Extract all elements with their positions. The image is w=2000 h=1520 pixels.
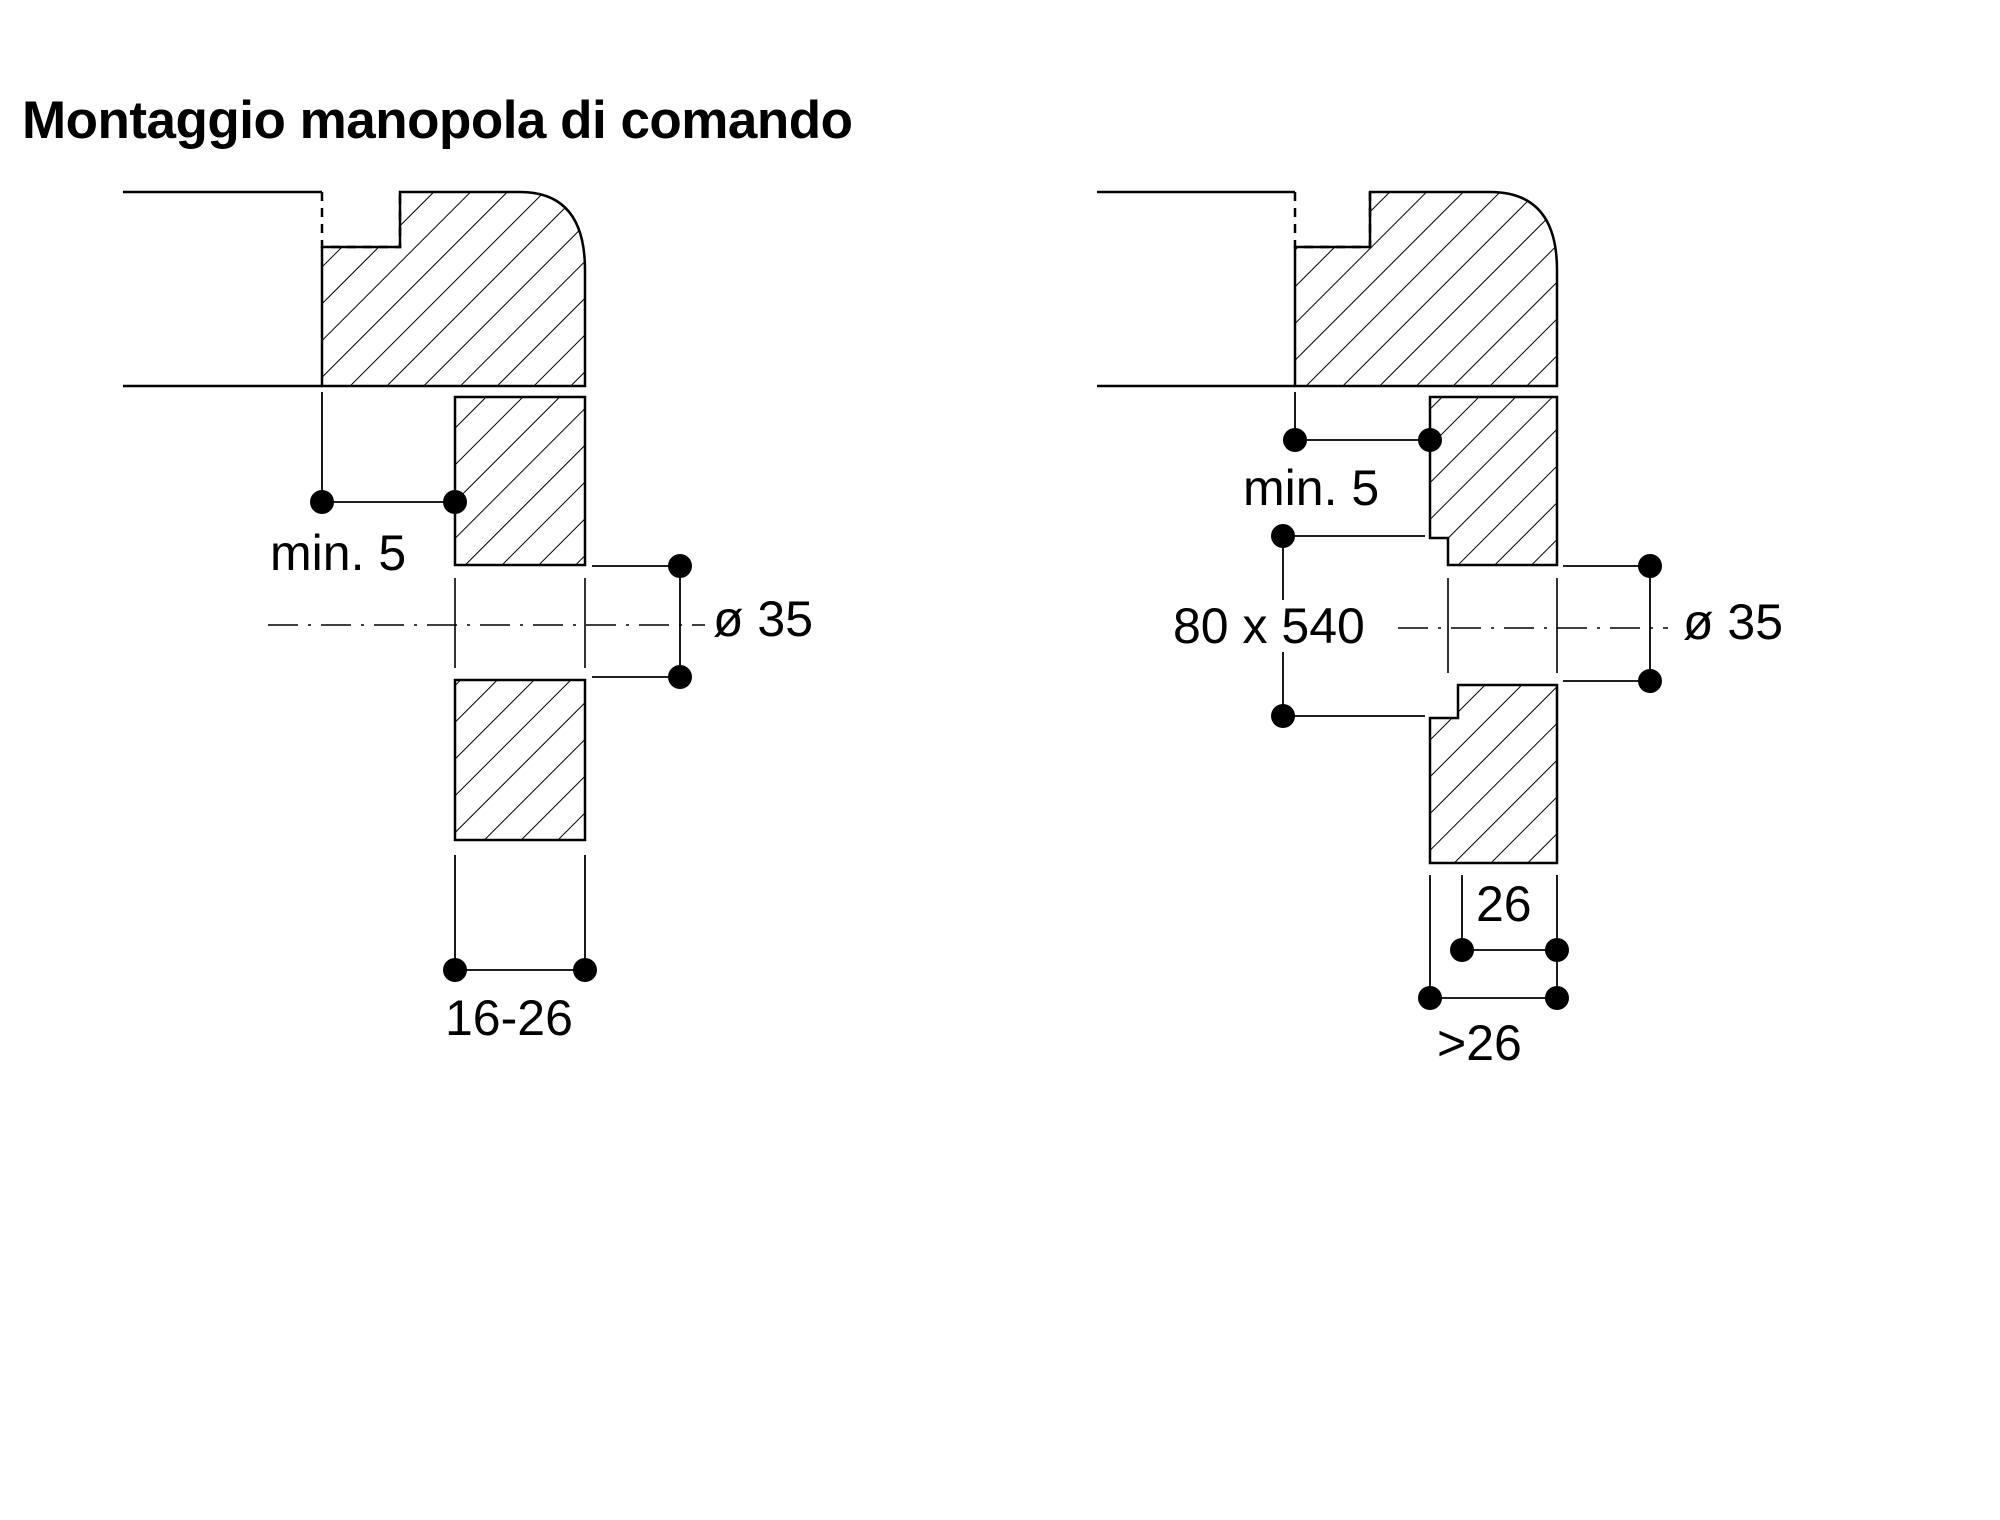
dim-point (1545, 938, 1569, 962)
dim-point (1418, 986, 1442, 1010)
left-min-clearance-label: min. 5 (270, 525, 406, 581)
dim-point (310, 490, 334, 514)
right-view (1097, 190, 1668, 1010)
dim-point (1638, 669, 1662, 693)
dim-point (573, 958, 597, 982)
right-recess-size-label: 80 x 540 (1173, 598, 1365, 654)
left-hole-diameter-label: ø 35 (713, 591, 813, 647)
worktop-section (1293, 190, 1559, 388)
dim-point (1271, 704, 1295, 728)
worktop-section (320, 190, 587, 388)
dim-point (443, 958, 467, 982)
panel-upper-section (1428, 395, 1559, 567)
dim-point (1418, 428, 1442, 452)
recess-outline (1293, 192, 1372, 249)
panel-lower-section (453, 678, 587, 842)
dim-point (443, 490, 467, 514)
right-min-clearance-label: min. 5 (1243, 460, 1379, 516)
right-total-thickness-label: >26 (1437, 1015, 1522, 1071)
dim-point (1283, 428, 1307, 452)
page-title: Montaggio manopola di comando (22, 91, 853, 150)
dim-point (1545, 986, 1569, 1010)
left-view (123, 190, 705, 982)
dim-point (1638, 554, 1662, 578)
dim-point (1450, 938, 1474, 962)
left-panel-thickness-label: 16-26 (445, 990, 573, 1046)
dim-point (668, 554, 692, 578)
right-panel-thickness-label: 26 (1476, 876, 1532, 932)
panel-lower-section (1428, 683, 1559, 865)
dim-point (668, 665, 692, 689)
right-hole-diameter-label: ø 35 (1683, 594, 1783, 650)
recess-outline (320, 192, 402, 249)
panel-upper-section (453, 395, 587, 567)
dim-point (1271, 524, 1295, 548)
